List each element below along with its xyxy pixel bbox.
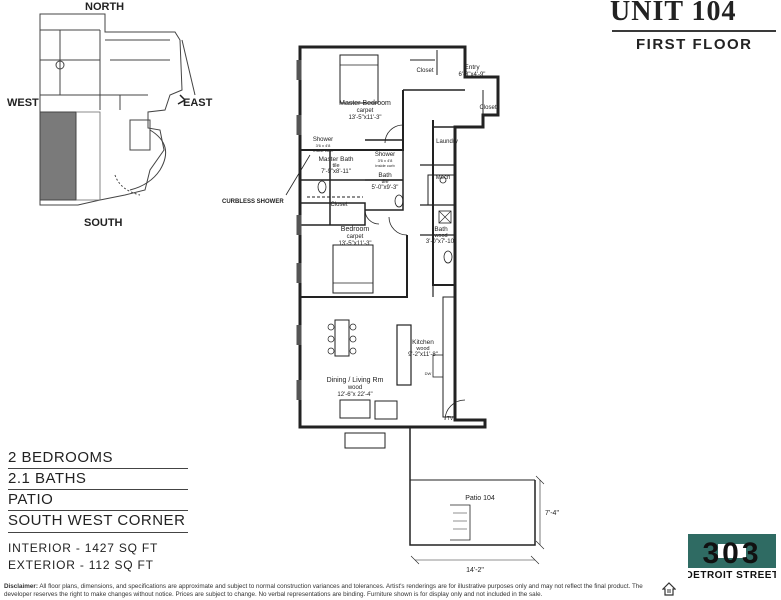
kitchen-finish: wood bbox=[415, 346, 429, 352]
bedroom-size: 13'-5"x11'-3" bbox=[338, 241, 371, 247]
west-label: WEST bbox=[7, 97, 39, 109]
feature-divider bbox=[8, 489, 188, 490]
feature-divider bbox=[8, 532, 188, 533]
entry-closet-label: Closet bbox=[479, 105, 496, 111]
title-divider bbox=[612, 30, 776, 32]
feature-bedrooms: 2 BEDROOMS bbox=[8, 449, 114, 466]
dishwasher-label: DW bbox=[425, 371, 432, 376]
south-label: SOUTH bbox=[84, 217, 123, 229]
patio-width-dimension: 14'-2" bbox=[466, 567, 484, 574]
master-shower-label: Shower bbox=[313, 137, 333, 143]
disclaimer-text: All floor plans, dimensions, and specifi… bbox=[4, 583, 643, 598]
exterior-area: EXTERIOR - 112 SQ FT bbox=[8, 558, 154, 572]
master-shower-size: 3'6 x 4'8 bbox=[316, 143, 331, 148]
floor-plan: Master Bedroom carpet 13'-5"x11'-3" Entr… bbox=[285, 45, 559, 574]
dining-size: 12'-6"x 22'-4" bbox=[337, 392, 372, 398]
entry-size: 6'-8"x4'-9" bbox=[459, 72, 486, 78]
master-bath-label: Master Bath bbox=[318, 156, 353, 163]
master-bath-size: 7'-9"x8'-11" bbox=[321, 169, 351, 175]
feature-patio: PATIO bbox=[8, 491, 54, 508]
shower-size: 3'6 x 4'8 bbox=[378, 158, 393, 163]
disclaimer-label: Disclaimer: bbox=[4, 583, 38, 590]
shower-label: Shower bbox=[375, 152, 395, 158]
bath-size: 5'-0"x9'-3" bbox=[372, 185, 399, 191]
brand-logo: 303 DETROIT STREET bbox=[688, 534, 776, 580]
tv-label: TV bbox=[447, 416, 454, 422]
entry-label: Entry bbox=[464, 64, 480, 71]
master-bedroom-size: 13'-5"x11'-3" bbox=[348, 115, 381, 121]
unit-title: UNIT 104 bbox=[610, 0, 737, 27]
feature-baths: 2.1 BATHS bbox=[8, 470, 87, 487]
closet-label: Closet bbox=[416, 68, 433, 74]
bedroom-label: Bedroom bbox=[341, 226, 370, 233]
master-bedroom-finish: carpet bbox=[357, 108, 374, 114]
mech-label: Mech bbox=[436, 175, 451, 181]
patio-label: Patio 104 bbox=[465, 495, 495, 502]
east-label: EAST bbox=[183, 97, 213, 109]
floor-subtitle: FIRST FLOOR bbox=[636, 36, 753, 53]
unit-highlight bbox=[39, 111, 77, 201]
feature-divider bbox=[8, 468, 188, 469]
feature-divider bbox=[8, 510, 188, 511]
bath-finish: tile bbox=[381, 179, 388, 185]
kitchen-label: Kitchen bbox=[412, 339, 434, 346]
curbless-shower-callout: CURBLESS SHOWER bbox=[222, 199, 284, 205]
logo-street: DETROIT STREET bbox=[688, 570, 776, 580]
north-label: NORTH bbox=[85, 1, 124, 13]
bath-label: Bath bbox=[378, 172, 392, 179]
master-shower-note: inside curb bbox=[313, 148, 333, 153]
bedroom-finish: carpet bbox=[347, 234, 364, 240]
dining-label: Dining / Living Rm bbox=[327, 377, 384, 384]
kitchen-size: 9'-2"x11'-8" bbox=[408, 352, 438, 358]
key-plan: NORTH WEST EAST SOUTH bbox=[7, 1, 213, 229]
master-bedroom-label: Master Bedroom bbox=[339, 100, 391, 107]
logo-number: 303 bbox=[702, 537, 761, 570]
equal-housing-icon bbox=[662, 582, 676, 596]
bedroom-closet-label: Closet bbox=[330, 202, 347, 208]
disclaimer: Disclaimer: All floor plans, dimensions,… bbox=[4, 583, 660, 599]
bath3-finish: wood bbox=[433, 233, 447, 239]
interior-area: INTERIOR - 1427 SQ FT bbox=[8, 541, 159, 555]
dining-finish: wood bbox=[347, 385, 362, 391]
master-bath-finish: tile bbox=[332, 163, 339, 169]
feature-corner: SOUTH WEST CORNER bbox=[8, 512, 186, 529]
bath3-label: Bath bbox=[434, 226, 448, 233]
bath3-size: 3'-0"x7'-10" bbox=[426, 239, 456, 245]
patio-height-dimension: 7'-4" bbox=[545, 510, 559, 517]
laundry-label: Laundry bbox=[436, 139, 458, 145]
shower-note: inside curb bbox=[375, 163, 395, 168]
